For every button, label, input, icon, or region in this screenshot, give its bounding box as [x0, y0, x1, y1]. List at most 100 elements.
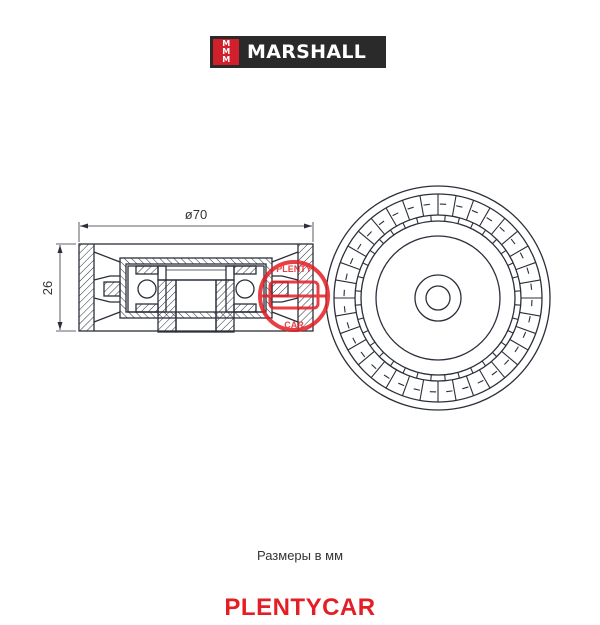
rim-spoke: [507, 262, 514, 266]
rim-spoke: [357, 230, 375, 246]
rim-cell-divider: [526, 267, 530, 274]
rim-spoke: [340, 325, 361, 335]
rim-spoke: [385, 207, 397, 227]
watermark-top-text: PLENTY: [276, 264, 312, 274]
rim-cell-divider: [345, 273, 348, 280]
rim-cell-divider: [471, 209, 478, 214]
rim-cell-divider: [343, 306, 346, 313]
rim-spoke: [519, 311, 541, 317]
rim-cell-divider: [462, 386, 469, 390]
rim-spoke: [430, 215, 432, 222]
rim-cell-divider: [360, 351, 366, 358]
rim-cell-divider: [491, 370, 498, 376]
rim-spoke: [470, 222, 474, 229]
rim-spoke: [481, 360, 487, 367]
rim-cell-divider: [349, 258, 354, 265]
rim-spoke: [479, 207, 491, 227]
rim-spoke: [457, 372, 461, 379]
rim-spokes: [334, 194, 542, 402]
rim-spoke: [501, 350, 519, 366]
rim-cell-divider: [477, 379, 484, 384]
rim-cell-divider: [446, 390, 453, 393]
rim-spoke: [335, 311, 357, 317]
rim-spoke: [481, 229, 487, 236]
rim-spoke: [419, 195, 425, 217]
hub-outer-circle: [375, 235, 501, 361]
logo-mark-line: M: [222, 39, 230, 48]
rim-spoke: [512, 317, 519, 321]
rim-spoke: [401, 375, 411, 396]
rim-spoke: [370, 361, 386, 379]
rim-spoke: [444, 215, 446, 222]
rim-spoke: [451, 195, 457, 217]
rim-cell-divider: [378, 220, 385, 226]
rim-spoke: [430, 374, 432, 381]
rim-spoke: [355, 304, 362, 306]
rim-spoke: [512, 275, 519, 279]
logo-mark-line: M: [222, 47, 230, 56]
rim-spoke: [479, 369, 491, 389]
rim-cell-divider: [510, 238, 516, 245]
rim-spoke: [492, 238, 498, 244]
rim-spoke: [362, 262, 369, 266]
rim-spoke: [370, 217, 386, 235]
rim-spoke: [389, 360, 395, 367]
rim-spoke: [490, 217, 506, 235]
rim-spoke: [500, 249, 507, 255]
rim-spoke: [509, 245, 529, 257]
rim-cell-divider: [383, 374, 390, 379]
diameter-dimension: [78, 222, 314, 242]
rim-spoke: [509, 339, 529, 351]
rim-spoke: [357, 275, 364, 279]
rim-cell-divider: [392, 212, 399, 217]
rim-cell-divider: [499, 226, 505, 232]
watermark-bottom-text: CAR: [284, 320, 304, 330]
rim-spoke: [347, 339, 367, 351]
rim-cell-divider: [519, 252, 524, 259]
rim-spoke: [519, 279, 541, 285]
rim-spoke: [362, 330, 369, 334]
rim-cell-divider: [522, 331, 527, 338]
rim-spoke: [340, 261, 361, 271]
rim-cell-divider: [413, 388, 420, 391]
rim-spoke: [415, 372, 419, 379]
logo-mark-line: M: [222, 55, 230, 64]
rim-cell-divider: [456, 205, 463, 208]
rim-spoke: [490, 361, 506, 379]
width-dimension: [56, 243, 76, 332]
rim-spoke: [357, 317, 364, 321]
rim-cell-divider: [346, 322, 350, 329]
rim-spoke: [369, 341, 376, 347]
rim-spoke: [457, 217, 461, 224]
logo-name: MARSHALL: [247, 41, 367, 63]
rim-cell-divider: [352, 337, 357, 344]
plentycar-watermark: PLENTY CAR: [258, 260, 330, 332]
rim-spoke: [515, 261, 536, 271]
rim-spoke: [347, 245, 367, 257]
rim-spoke: [378, 238, 384, 244]
rim-spoke: [415, 217, 419, 224]
rim-cell-divider: [357, 243, 362, 250]
rim-spoke: [444, 374, 446, 381]
rim-spoke: [401, 200, 411, 221]
rim-spoke: [419, 379, 425, 401]
rim-spoke: [515, 325, 536, 335]
side-section-view: [56, 222, 314, 333]
rim-spoke: [465, 375, 475, 396]
front-view: [325, 185, 551, 411]
units-caption: Размеры в мм: [256, 548, 344, 563]
rim-cell-divider: [398, 382, 405, 387]
rim-spoke: [451, 379, 457, 401]
rim-spoke: [357, 350, 375, 366]
width-label: 26: [40, 281, 55, 295]
rim-cell-divider: [366, 231, 372, 237]
rim-spoke: [335, 279, 357, 285]
rim-cell-divider: [486, 217, 493, 222]
rim-spoke: [507, 330, 514, 334]
rim-spoke: [402, 367, 406, 374]
rim-spoke: [492, 352, 498, 358]
rim-cell-divider: [528, 316, 531, 323]
rim-spoke: [470, 367, 474, 374]
rim-spoke: [514, 290, 521, 292]
